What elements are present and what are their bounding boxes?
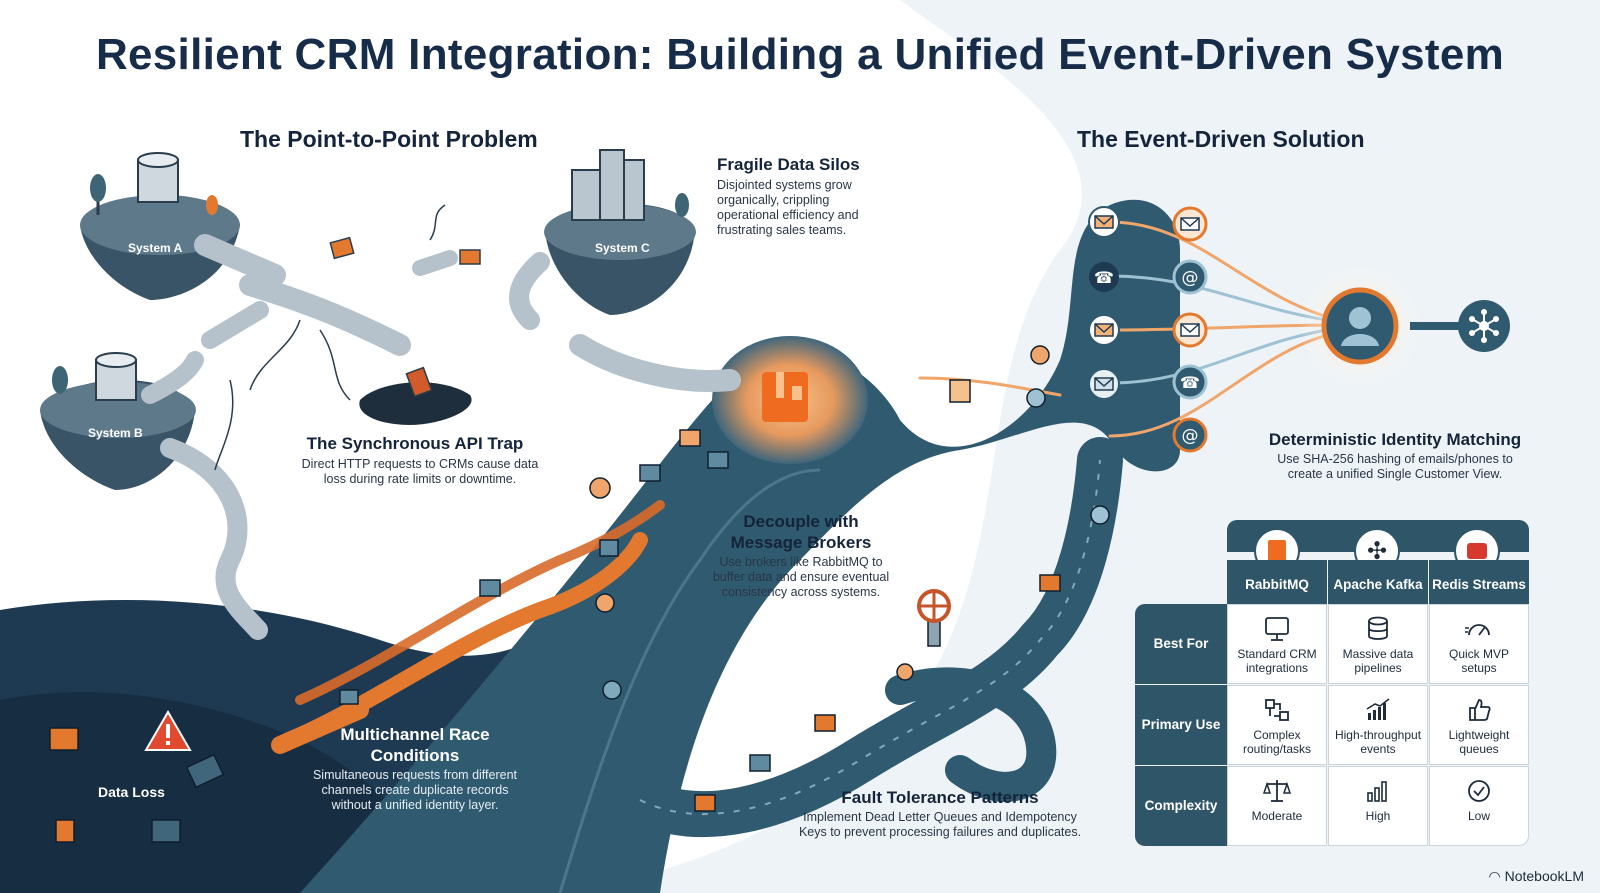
- cell-kafka-best-for: Massive data pipelines: [1328, 604, 1428, 684]
- crack-lines: [214, 204, 446, 471]
- api-trap-text: Direct HTTP requests to CRMs cause data …: [301, 457, 539, 486]
- system-a-label: System A: [128, 241, 183, 255]
- bar-chart-icon: [1367, 781, 1387, 802]
- sinkhole: [359, 382, 472, 425]
- row-complexity: Complexity: [1135, 766, 1227, 846]
- phone-icon: ☎: [1089, 262, 1119, 292]
- cell-redis-primary-use: Lightweight queues: [1429, 685, 1529, 765]
- building-icon: [571, 149, 645, 221]
- cell-text: Complex routing/tasks: [1242, 728, 1312, 756]
- debris: [55, 753, 225, 843]
- page-title: Resilient CRM Integration: Building a Un…: [95, 30, 1505, 79]
- identity-title: Deterministic Identity Matching: [1268, 430, 1522, 449]
- fault-title: Fault Tolerance Patterns: [841, 788, 1039, 807]
- system-b-label: System B: [88, 426, 143, 440]
- col-kafka: Apache Kafka: [1328, 560, 1428, 610]
- valve-icon: [917, 589, 951, 647]
- envelope-icon: [1172, 206, 1208, 242]
- scale-icon: [1262, 780, 1292, 802]
- orange-pipe: [271, 701, 369, 754]
- cell-text: Lightweight queues: [1448, 728, 1510, 756]
- phone-icon: ☎: [1172, 364, 1208, 400]
- section-event-driven: The Event-Driven Solution: [1077, 126, 1365, 152]
- speedometer-icon: [1465, 624, 1490, 636]
- decouple-title: Decouple with Message Brokers: [730, 512, 872, 552]
- cell-text: High: [1365, 809, 1391, 823]
- database-icon: [1368, 616, 1388, 640]
- svg-text:@: @: [1182, 426, 1199, 446]
- fault-text: Implement Dead Letter Queues and Idempot…: [798, 810, 1082, 839]
- cell-redis-best-for: Quick MVP setups: [1429, 604, 1529, 684]
- row-best-for: Best For: [1135, 604, 1227, 684]
- brand-label: NotebookLM: [1504, 868, 1584, 884]
- race-stream-2: [295, 500, 665, 705]
- cell-text: Low: [1467, 809, 1490, 823]
- svg-text:☎: ☎: [1180, 373, 1200, 392]
- river-highlight: [558, 468, 821, 893]
- cell-text: Massive data pipelines: [1342, 647, 1414, 675]
- system-c-label: System C: [595, 241, 650, 255]
- brand-watermark: ◠ NotebookLM: [1489, 868, 1585, 885]
- at-sign-icon: @: [1172, 417, 1208, 453]
- river-main: [300, 199, 1180, 893]
- system-a-island: [80, 152, 240, 300]
- api-trap-title: The Synchronous API Trap: [306, 434, 524, 453]
- bar-chart-icon: [1366, 698, 1390, 720]
- silos-text: Disjointed systems grow organically, cri…: [717, 178, 859, 237]
- race-text: Simultaneous requests from different cha…: [312, 768, 518, 812]
- envelope-icon: [1088, 206, 1120, 238]
- routing-icon: [1265, 699, 1289, 721]
- cell-text: High-throughput events: [1334, 728, 1422, 756]
- customer-avatar-icon: [1321, 287, 1399, 365]
- decouple-text: Use brokers like RabbitMQ to buffer data…: [712, 555, 890, 599]
- system-c-island: [544, 149, 696, 315]
- check-circle-icon: [1468, 780, 1490, 802]
- race-title: Multichannel Race Conditions: [340, 725, 490, 765]
- network-hub-icon: [1458, 300, 1510, 352]
- flow-dots: [589, 345, 1110, 700]
- monitor-icon: [1265, 617, 1289, 641]
- fault-loop-side: [885, 667, 1057, 802]
- cell-text: Moderate: [1251, 809, 1303, 823]
- cell-text: Quick MVP setups: [1448, 647, 1509, 675]
- silos-title: Fragile Data Silos: [717, 155, 860, 174]
- col-redis: Redis Streams: [1429, 560, 1529, 610]
- cell-rabbitmq-complexity: Moderate: [1227, 766, 1327, 846]
- rabbitmq-logo: [762, 372, 808, 422]
- broken-pipes: [141, 234, 741, 640]
- cell-text: Standard CRM integrations: [1237, 647, 1317, 675]
- envelope-icon: [1172, 312, 1208, 348]
- envelope-icon: [1088, 368, 1120, 400]
- database-icon: [95, 352, 137, 401]
- row-primary-use: Primary Use: [1135, 685, 1227, 765]
- cell-kafka-complexity: High: [1328, 766, 1428, 846]
- cell-rabbitmq-best-for: Standard CRM integrations: [1227, 604, 1327, 684]
- col-rabbitmq: RabbitMQ: [1227, 560, 1327, 610]
- notebooklm-logo-icon: ◠: [1488, 869, 1501, 885]
- warning-icon: [144, 710, 192, 751]
- database-icon: [137, 152, 179, 203]
- svg-text:☎: ☎: [1094, 268, 1114, 287]
- at-sign-icon: @: [1172, 259, 1208, 295]
- broker-comparison-table: ✣ RabbitMQ Apache Kafka Redis Streams Be…: [1135, 520, 1529, 846]
- data-loss-label: Data Loss: [98, 784, 165, 800]
- svg-text:@: @: [1182, 268, 1199, 288]
- data-packets: [49, 236, 1061, 812]
- cell-kafka-primary-use: High-throughput events: [1328, 685, 1428, 765]
- cell-redis-complexity: Low: [1429, 766, 1529, 846]
- identity-text: Use SHA-256 hashing of emails/phones to …: [1277, 452, 1513, 481]
- thumbs-up-icon: [1469, 699, 1491, 721]
- envelope-icon: [1088, 314, 1120, 346]
- section-point-to-point: The Point-to-Point Problem: [240, 126, 538, 152]
- cell-rabbitmq-primary-use: Complex routing/tasks: [1227, 685, 1327, 765]
